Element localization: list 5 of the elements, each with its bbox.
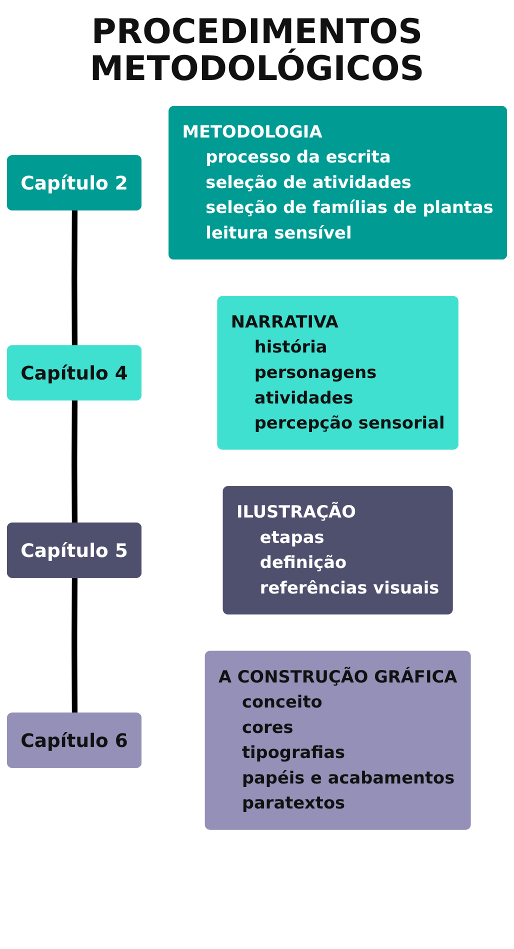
diagram-title: PROCEDIMENTOS METODOLÓGICOS — [88, 14, 426, 89]
connector — [72, 578, 78, 714]
connector — [72, 210, 78, 346]
flowchart: Capítulo 2 METODOLOGIA processo da escrita seleção de atividades seleção de famílias de plantas leitura sensível Capítulo 4 NARRATIVA história personagens atividades percepção sensorial Capítulo 5 ILUSTRAÇÃO etapas definição referências visuais Capítulo 6 A CONSTRUÇÃO GRÁFICA conceito cores tipografias papéis e acabamentos paratextos — [0, 98, 514, 837]
connector — [72, 400, 78, 524]
